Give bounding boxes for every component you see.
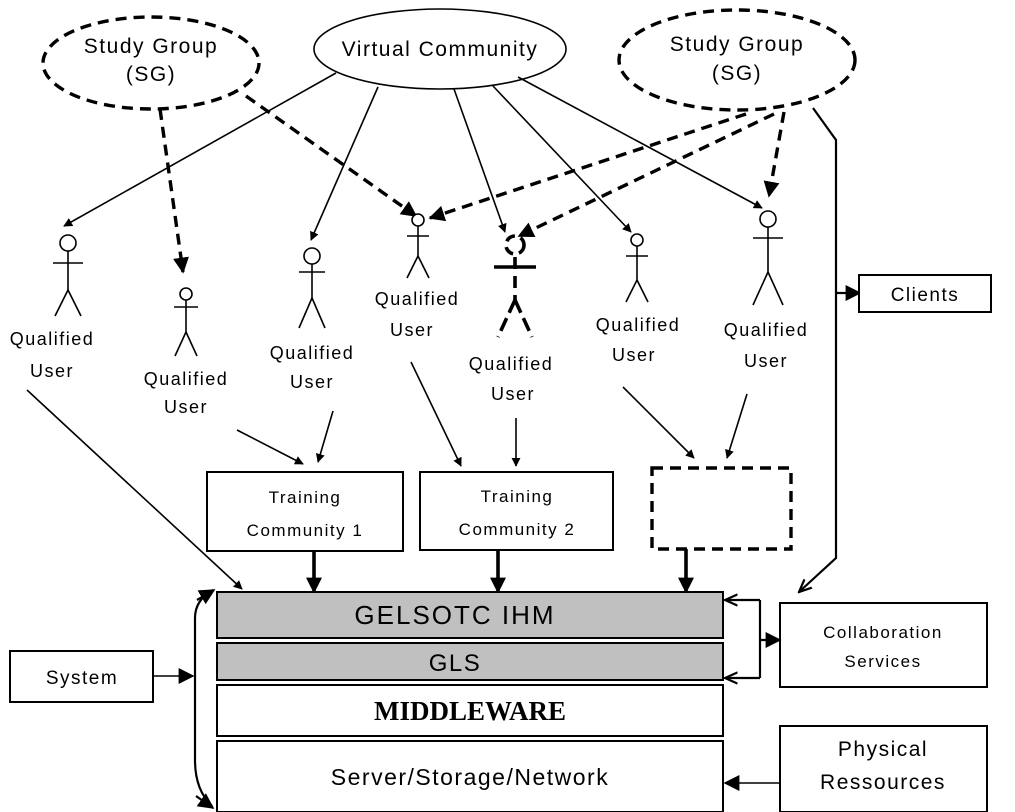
user-figure-3 [298,247,326,329]
svg-text:User: User [164,397,208,417]
sg-right-arrow-user4 [428,112,747,222]
vc-arrow-user6 [492,85,632,233]
study-group-right-line1: Study Group [670,33,804,56]
svg-text:Physical: Physical [838,738,928,761]
study-group-right-line2: (SG) [712,62,762,85]
svg-text:MIDDLEWARE: MIDDLEWARE [374,696,566,726]
sg-right-arrow-user7 [763,111,786,198]
sg-to-services-connector [799,107,862,592]
svg-text:GLS: GLS [429,650,482,677]
vc-arrow-user3 [310,86,379,241]
svg-text:User: User [612,345,656,365]
svg-text:Community 2: Community 2 [459,520,576,539]
user-label-1: Qualified User [10,329,95,381]
svg-text:User: User [491,384,535,404]
svg-text:Collaboration: Collaboration [823,623,943,642]
arrow-user7-to-new-community [725,393,748,459]
vc-arrow-user5 [453,88,507,233]
sg-right-arrow-user5 [517,112,775,238]
layer-gls: GLS [216,642,724,681]
training-community-2: Training Community 2 [419,471,614,551]
sg-left-arrow-user2 [158,108,189,274]
svg-text:GELSOTC IHM: GELSOTC IHM [354,600,555,630]
svg-text:User: User [390,320,434,340]
clients-box: Clients [858,274,992,313]
user-label-7: Qualified User [724,320,809,371]
user-figure-5-dashed [494,234,536,338]
svg-text:User: User [744,351,788,371]
svg-text:Qualified: Qualified [469,354,554,374]
user-down-arrows [26,361,748,590]
layer-server-storage-network: Server/Storage/Network [216,740,724,812]
svg-text:Qualified: Qualified [596,315,681,335]
training-community-1: Training Community 1 [206,471,404,552]
arrow-user4-to-tc2 [410,361,462,467]
collaboration-connector [725,600,782,678]
system-box: System [9,650,195,703]
study-group-arrows [158,94,786,274]
svg-text:Clients: Clients [891,285,960,306]
arrow-user6-to-new-community [622,386,695,459]
system-bracket [193,589,216,809]
user-figure-1 [53,234,83,317]
svg-text:Qualified: Qualified [724,320,809,340]
svg-text:Qualified: Qualified [375,289,460,309]
collaboration-services-box: Collaboration Services [779,602,988,688]
svg-text:Server/Storage/Network: Server/Storage/Network [331,764,609,790]
virtual-community-label: Virtual Community [342,38,539,61]
study-group-left: Study Group (SG) [41,15,261,111]
svg-text:User: User [30,361,74,381]
user-label-6: Qualified User [596,315,681,365]
layer-middleware: MIDDLEWARE [216,684,724,737]
virtual-community: Virtual Community [313,8,567,90]
svg-text:Training: Training [269,488,342,507]
sg-left-arrow-user4 [245,94,418,218]
user-figure-6 [625,233,649,303]
svg-text:Qualified: Qualified [270,343,355,363]
study-group-right: Study Group (SG) [617,8,857,112]
user-label-5: Qualified User [469,354,554,404]
study-group-left-line2: (SG) [126,63,176,86]
user-label-3: Qualified User [270,343,355,392]
svg-text:Training: Training [481,487,554,506]
user-label-2: Qualified User [144,369,229,417]
svg-text:Qualified: Qualified [10,329,95,349]
user-label-4: Qualified User [375,289,460,340]
svg-text:Ressources: Ressources [820,771,946,794]
vc-arrow-user7 [517,76,763,209]
svg-text:Services: Services [844,652,921,671]
study-group-left-line1: Study Group [84,35,218,58]
arrow-user2-to-tc1 [236,429,304,465]
svg-text:Qualified: Qualified [144,369,229,389]
layer-gelsotc-ihm: GELSOTC IHM [216,591,724,639]
vc-arrow-user1 [63,72,337,227]
svg-text:System: System [46,668,118,689]
user-figure-4 [406,213,430,279]
virtual-community-arrows [63,72,763,241]
physical-ressources-box: Physical Ressources [723,725,988,812]
new-community-dashed-box [650,466,793,551]
svg-text:Community 1: Community 1 [247,521,364,540]
svg-text:User: User [290,372,334,392]
user-figure-2 [174,287,198,357]
community-to-gelsotc-arrows [306,549,694,594]
arrow-user1-to-gelsotc [26,389,243,590]
user-figure-7 [752,210,784,306]
arrow-user3-to-tc1 [315,410,334,463]
